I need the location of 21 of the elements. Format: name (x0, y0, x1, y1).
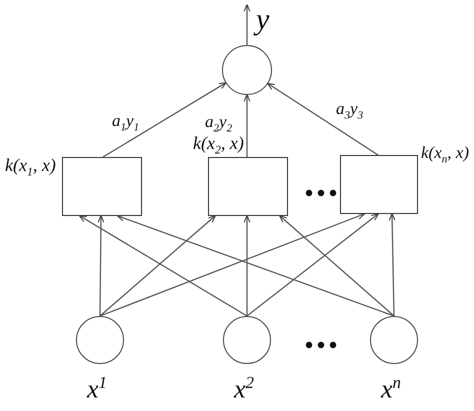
arrow (244, 4, 250, 45)
arrow (98, 214, 104, 316)
output-label: y (242, 5, 282, 35)
input-label: x$^{2}$ (234, 375, 254, 403)
arrow (102, 82, 227, 158)
kernel-label: k(x$_{1}$, x) (5, 156, 56, 178)
arrow (388, 212, 396, 316)
arrow (246, 213, 380, 316)
kernel-label: k(x$_{n}$, x) (421, 144, 470, 166)
arrow (266, 82, 378, 156)
arrow (116, 215, 394, 317)
arrow (100, 213, 366, 317)
input-label: x$^{1}$ (87, 375, 107, 403)
arrow (244, 214, 250, 316)
output-neuron-circle (222, 45, 272, 95)
kernel-label: k(x$_{2}$, x) (193, 134, 244, 156)
arrow (244, 94, 250, 157)
input-label: x$^{n}$ (381, 375, 401, 403)
arrow (78, 215, 248, 317)
arrow (278, 215, 394, 316)
arrow (100, 215, 216, 316)
